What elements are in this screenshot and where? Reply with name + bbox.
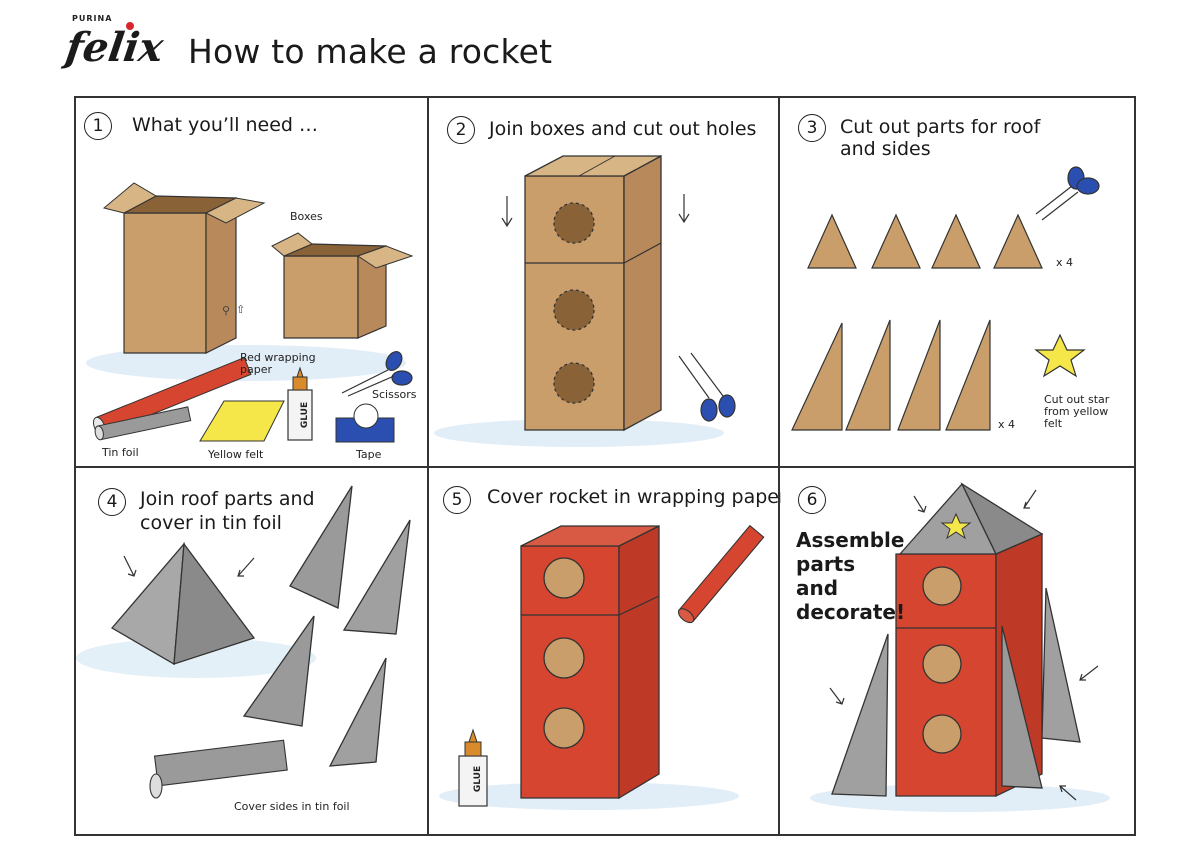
step-3-panel: 3 Cut out parts for roof and sides x 4 x… bbox=[780, 98, 1132, 468]
step-number: 2 bbox=[447, 116, 475, 144]
label-x4-roof: x 4 bbox=[1056, 256, 1074, 269]
step-1-panel: ⇧ ⚲ 1 What yo bbox=[76, 98, 428, 468]
label-scissors: Scissors bbox=[372, 388, 417, 401]
red-rocket-illustration bbox=[439, 524, 765, 810]
step-4-panel: 4 Join roof parts and cover in tin foil … bbox=[76, 468, 428, 838]
label-x4-sides: x 4 bbox=[998, 418, 1016, 431]
step-number: 3 bbox=[798, 114, 826, 142]
step-title: Cut out parts for roof bbox=[840, 116, 1041, 138]
label-boxes: Boxes bbox=[290, 210, 323, 223]
label-red-paper: Red wrapping paper bbox=[240, 351, 316, 376]
glue-label: GLUE bbox=[300, 401, 311, 429]
step-number: 4 bbox=[98, 488, 126, 516]
step-title-line-2: and sides bbox=[840, 138, 931, 160]
step-title: Join boxes and cut out holes bbox=[489, 118, 757, 140]
roof-parts-illustration bbox=[791, 166, 1100, 431]
step-title-line-2: cover in tin foil bbox=[140, 512, 282, 534]
label-cover-sides: Cover sides in tin foil bbox=[234, 800, 350, 813]
paw-dot-icon bbox=[126, 22, 134, 30]
label-yellow-felt: Yellow felt bbox=[208, 448, 264, 461]
step-5-panel: 5 Cover rocket in wrapping paper GLUE bbox=[429, 468, 781, 838]
svg-text:⚲: ⚲ bbox=[222, 304, 230, 317]
joined-boxes-illustration bbox=[434, 154, 736, 447]
label-tin-foil: Tin foil bbox=[102, 446, 139, 459]
supplies-illustration: ⇧ ⚲ bbox=[86, 182, 414, 443]
step-title: Join roof parts and bbox=[140, 488, 315, 510]
glue-label: GLUE bbox=[473, 765, 484, 793]
step-6-panel: 6 Assemble parts and decorate! bbox=[780, 468, 1132, 838]
svg-text:⇧: ⇧ bbox=[236, 303, 245, 316]
assembled-rocket-illustration bbox=[810, 482, 1110, 812]
assemble-text: Assemble parts and decorate! bbox=[796, 528, 906, 624]
step-number: 6 bbox=[798, 486, 826, 514]
step-number: 5 bbox=[443, 486, 471, 514]
foil-roof-illustration bbox=[76, 485, 411, 799]
grid-divider bbox=[74, 466, 1136, 468]
label-tape: Tape bbox=[356, 448, 382, 461]
felix-logo: PURINA felix bbox=[62, 14, 167, 80]
step-2-panel: 2 Join boxes and cut out holes bbox=[429, 98, 781, 468]
page-title: How to make a rocket bbox=[188, 32, 553, 71]
purina-text: PURINA bbox=[72, 14, 113, 23]
step-title: What you’ll need … bbox=[132, 114, 319, 136]
step-title: Cover rocket in wrapping paper bbox=[487, 486, 781, 508]
label-star-note: Cut out star from yellow felt bbox=[1044, 393, 1110, 430]
step-number: 1 bbox=[84, 112, 112, 140]
felix-wordmark: felix bbox=[62, 24, 167, 71]
